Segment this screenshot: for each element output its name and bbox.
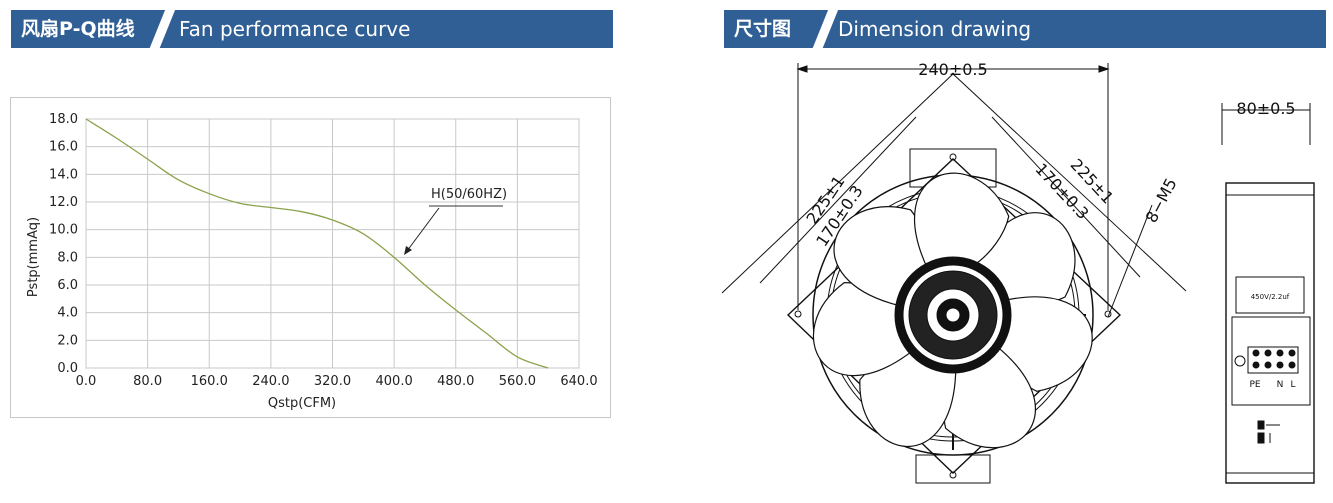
depth-dim-text: 80±0.5 (1236, 99, 1295, 118)
bottom-mount-tab (915, 454, 991, 484)
fan-blades (812, 172, 1093, 449)
pq-chart-panel: 0.0 80.0 160.0 240.0 320.0 400.0 480.0 560.0 640… (10, 97, 611, 418)
diag-dim-inner-left (759, 116, 917, 284)
y-axis-label: Pstp(mmAq) (26, 217, 41, 297)
chart-ticks: 0.0 80.0 160.0 240.0 320.0 400.0 480.0 560.0 640… (49, 112, 598, 389)
holes-leader-line (1107, 204, 1153, 318)
width-dim-text: 240±0.5 (918, 60, 987, 79)
dimension-drawing-header: 尺寸图 Dimension drawing (724, 10, 1326, 48)
pq-chart: 0.0 80.0 160.0 240.0 320.0 400.0 480.0 560.0 640… (26, 112, 598, 411)
fan-performance-header: 风扇P-Q曲线 Fan performance curve (11, 10, 613, 48)
chart-series (85, 118, 549, 369)
annotation-arrow-line (406, 207, 440, 252)
y-tick-label: 0.0 (57, 361, 78, 376)
rotation-symbol (1257, 432, 1265, 444)
ground-screw (1234, 355, 1246, 367)
x-tick-label: 240.0 (252, 374, 289, 389)
header-slash (811, 10, 839, 48)
holes-spec-text: 8−M5 (1142, 175, 1181, 226)
curve-annotation-label: H(50/60HZ) (431, 187, 507, 202)
terminal-screw (1288, 349, 1296, 357)
terminal-screw (1252, 349, 1260, 357)
mount-hole-left (794, 310, 802, 318)
side-view-body (1225, 182, 1315, 484)
annotation-arrowhead (404, 246, 412, 255)
x-tick-label: 0.0 (76, 374, 97, 389)
x-tick-label: 320.0 (314, 374, 351, 389)
y-tick-label: 16.0 (49, 140, 78, 155)
x-tick-label: 160.0 (191, 374, 228, 389)
header-slash (148, 10, 176, 48)
mount-hole-bottom (949, 471, 957, 479)
terminal-screw (1288, 361, 1296, 369)
terminal-screw (1276, 349, 1284, 357)
y-tick-label: 4.0 (57, 306, 78, 321)
arrowhead (796, 65, 808, 73)
terminal-label-l: L (1290, 380, 1295, 390)
diag-dim-outer-left (721, 72, 955, 294)
terminal-screw (1276, 361, 1284, 369)
chart-annotation: H(50/60HZ) (404, 187, 507, 255)
y-tick-label: 18.0 (49, 112, 78, 127)
x-tick-label: 640.0 (560, 374, 597, 389)
fan-blade (914, 172, 1010, 271)
diag-dim-outer-right (951, 72, 1187, 292)
y-tick-label: 2.0 (57, 333, 78, 348)
terminal-label-n: N (1277, 380, 1284, 390)
capacitor-box (1235, 276, 1305, 314)
mount-hole-right (1104, 310, 1112, 318)
y-tick-label: 12.0 (49, 195, 78, 210)
dimension-drawing-svg: 240±0.5 225±1 170±0.3 170±0.3 225±1 8−M5 (721, 60, 1315, 484)
fan-curve-title-cn: 风扇P-Q曲线 (21, 18, 135, 40)
y-tick-label: 6.0 (57, 278, 78, 293)
hub-shaft (945, 307, 961, 323)
terminal-label-pe: PE (1249, 380, 1260, 390)
dimension-drawing: 240±0.5 225±1 170±0.3 170±0.3 225±1 8−M5 (710, 55, 1333, 499)
y-tick-label: 10.0 (49, 223, 78, 238)
x-tick-label: 480.0 (437, 374, 474, 389)
fan-curve-title-en: Fan performance curve (179, 17, 411, 41)
x-axis-label: Qstp(CFM) (268, 396, 336, 411)
terminal-screw (1264, 349, 1272, 357)
dimension-title-cn: 尺寸图 (734, 18, 792, 40)
x-tick-label: 560.0 (499, 374, 536, 389)
y-tick-label: 8.0 (57, 250, 78, 265)
mount-hole-top (949, 153, 957, 161)
diag-dim-inner-right (991, 116, 1141, 278)
terminal-screw (1264, 361, 1272, 369)
x-tick-label: 400.0 (376, 374, 413, 389)
airflow-symbol (1257, 420, 1265, 430)
arrowhead (1098, 65, 1110, 73)
dimension-title-en: Dimension drawing (838, 17, 1032, 41)
x-tick-label: 80.0 (133, 374, 162, 389)
terminal-screw (1252, 361, 1260, 369)
terminal-block (1231, 316, 1311, 406)
capacitor-label: 450V/2.2uf (1251, 293, 1290, 301)
y-tick-label: 14.0 (49, 167, 78, 182)
chart-grid (85, 118, 580, 369)
series-line-h-50-60hz (85, 118, 549, 369)
